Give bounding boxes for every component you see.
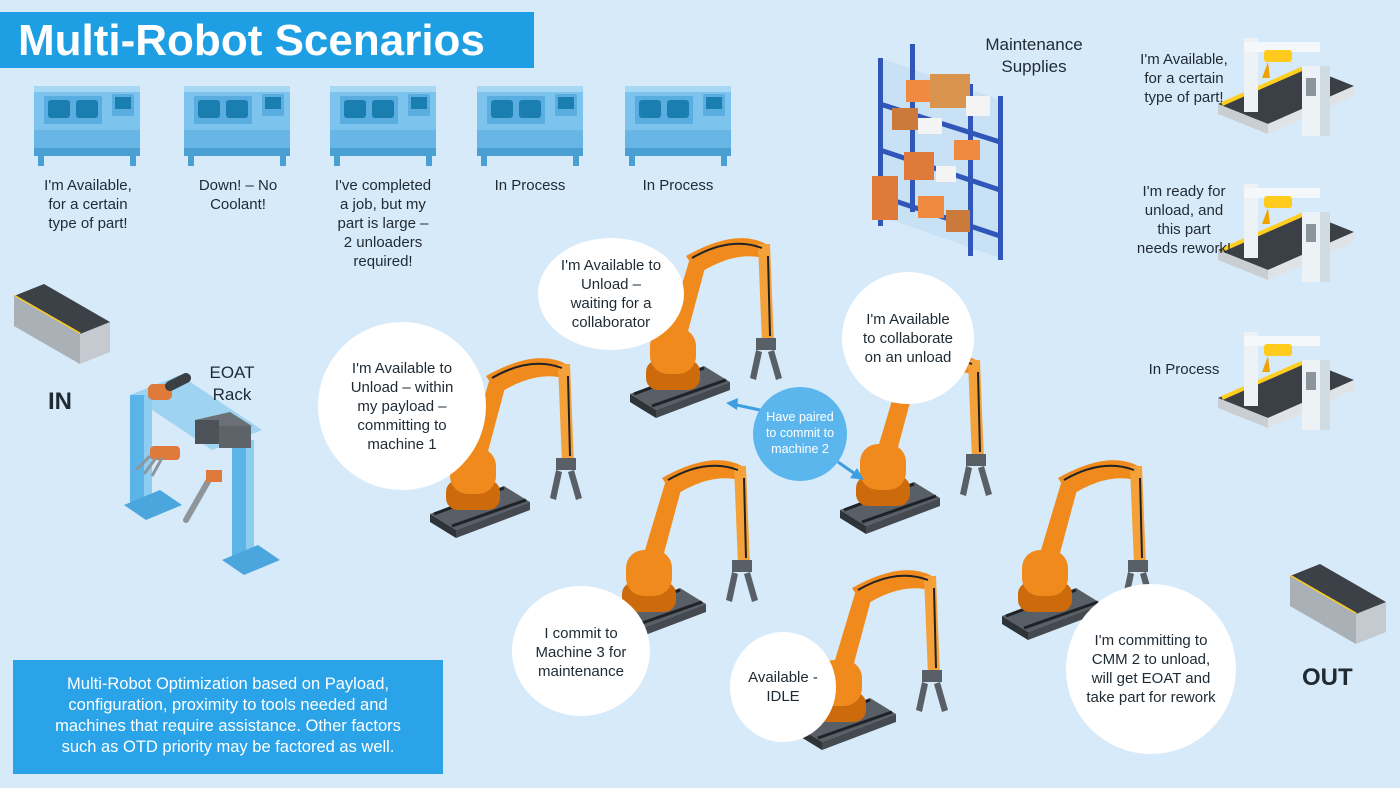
bubble-line: I'm Available to xyxy=(560,257,662,274)
bubble-line: Unload – within xyxy=(350,379,454,396)
bubble-line: take part for rework xyxy=(1086,689,1216,706)
status-line: for a certain xyxy=(48,196,128,213)
label-line: Supplies xyxy=(1001,57,1067,76)
bubble-line: waiting for a xyxy=(570,295,652,312)
status-line: In Process xyxy=(642,177,714,194)
bubble-line: IDLE xyxy=(766,688,800,705)
status-line: I've completed xyxy=(334,177,432,194)
status-line: for a certain xyxy=(1144,70,1224,87)
cmm-status-3: In Process xyxy=(1126,360,1242,379)
bubble-line: collaborator xyxy=(571,314,651,331)
robot-bubble-idle: Available - IDLE xyxy=(730,632,836,742)
maintenance-supplies-label: Maintenance Supplies xyxy=(968,34,1100,78)
info-box: Multi-Robot Optimization based on Payloa… xyxy=(13,660,443,774)
in-label: IN xyxy=(48,388,72,415)
bubble-line: Available - xyxy=(748,669,818,686)
status-line: unload, and xyxy=(1144,202,1224,219)
bubble-line: CMM 2 to unload, xyxy=(1091,651,1211,668)
pairing-line: Have paired xyxy=(766,410,834,424)
bubble-line: committing to xyxy=(357,417,447,434)
info-line: Multi-Robot Optimization based on Payloa… xyxy=(67,675,389,693)
bubble-line: to collaborate xyxy=(862,330,954,347)
cmm-station-3 xyxy=(1216,330,1356,432)
status-line: 2 unloaders xyxy=(343,234,423,251)
info-line: configuration, proximity to tools needed… xyxy=(68,696,388,714)
robot-bubble-maintenance: I commit to Machine 3 for maintenance xyxy=(512,586,650,716)
status-line: type of part! xyxy=(1144,89,1224,106)
cnc-machine-5 xyxy=(625,86,731,166)
machine-status-2: Down! – No Coolant! xyxy=(180,176,296,214)
eoat-rack xyxy=(124,373,280,575)
bubble-line: my payload – xyxy=(357,398,447,415)
title-banner: Multi-Robot Scenarios xyxy=(0,12,534,68)
robot-bubble-collaborate: I'm Available to collaborate on an unloa… xyxy=(842,272,974,404)
cnc-machine-3 xyxy=(330,86,436,166)
label-line: Maintenance xyxy=(985,35,1083,54)
eoat-rack-label: EOAT Rack xyxy=(196,362,268,406)
status-line: part is large – xyxy=(337,215,429,232)
bubble-line: I commit to xyxy=(544,625,618,642)
status-line: I'm Available, xyxy=(1140,51,1228,68)
bubble-line: maintenance xyxy=(538,663,624,680)
status-line: I'm ready for xyxy=(1142,183,1226,200)
status-line: In Process xyxy=(494,177,566,194)
label-line: EOAT xyxy=(209,363,255,382)
bubble-line: Machine 3 for xyxy=(535,644,627,661)
info-line: machines that require assistance. Other … xyxy=(55,717,401,735)
info-line: such as OTD priority may be factored as … xyxy=(61,738,395,756)
status-line: this part xyxy=(1157,221,1211,238)
pairing-line: to commit to xyxy=(765,426,835,440)
status-line: I'm Available, xyxy=(44,177,132,194)
page-title: Multi-Robot Scenarios xyxy=(18,16,485,65)
pairing-bubble: Have paired to commit to machine 2 xyxy=(753,387,847,481)
cmm-status-1: I'm Available, for a certain type of par… xyxy=(1126,50,1242,107)
bubble-line: will get EOAT and xyxy=(1091,670,1211,687)
machine-status-3: I've completed a job, but my part is lar… xyxy=(324,176,442,271)
label-line: Rack xyxy=(212,385,252,404)
machine-status-4: In Process xyxy=(472,176,588,195)
out-label: OUT xyxy=(1302,664,1353,691)
bubble-line: I'm Available xyxy=(866,311,950,328)
status-line: required! xyxy=(353,253,413,270)
status-line: type of part! xyxy=(48,215,128,232)
bubble-line: I'm Available to xyxy=(351,360,453,377)
cnc-machine-4 xyxy=(477,86,583,166)
robot-bubble-waiting: I'm Available to Unload – waiting for a … xyxy=(538,238,684,350)
cnc-machine-2 xyxy=(184,86,290,166)
status-line: In Process xyxy=(1148,361,1220,378)
robot-bubble-cmm-2: I'm committing to CMM 2 to unload, will … xyxy=(1066,584,1236,754)
bubble-line: machine 1 xyxy=(367,436,437,453)
in-conveyor xyxy=(12,282,112,366)
machine-status-1: I'm Available, for a certain type of par… xyxy=(30,176,146,233)
cmm-status-2: I'm ready for unload, and this part need… xyxy=(1126,182,1242,258)
maintenance-shelf xyxy=(872,44,1003,260)
machine-status-5: In Process xyxy=(620,176,736,195)
bubble-line: Unload – xyxy=(580,276,642,293)
pairing-line: machine 2 xyxy=(771,442,829,456)
cnc-machine-1 xyxy=(34,86,140,166)
bubble-line: on an unload xyxy=(864,349,952,366)
status-line: a job, but my xyxy=(340,196,426,213)
bubble-line: I'm committing to xyxy=(1094,632,1208,649)
status-line: Down! – No xyxy=(198,177,278,194)
status-line: Coolant! xyxy=(210,196,266,213)
robot-bubble-machine-1: I'm Available to Unload – within my payl… xyxy=(318,322,486,490)
out-conveyor xyxy=(1288,562,1388,646)
status-line: needs rework! xyxy=(1136,240,1232,257)
